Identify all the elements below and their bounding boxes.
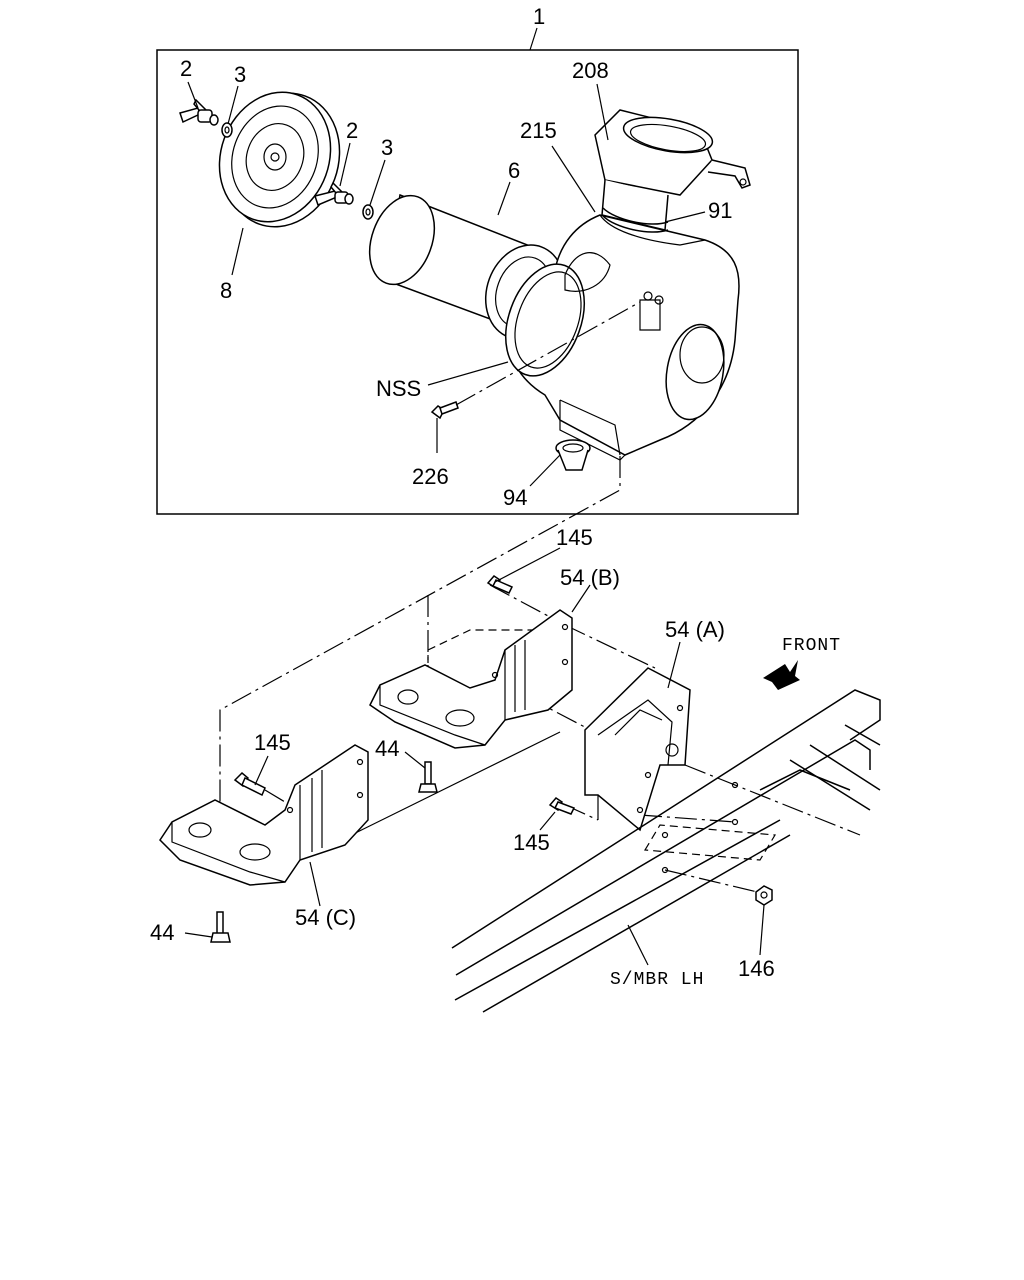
callout-3-lower: 3 bbox=[381, 135, 393, 160]
frame-side-member bbox=[451, 689, 881, 1013]
callout-54a: 54 (A) bbox=[665, 617, 725, 642]
callout-3-upper: 3 bbox=[234, 62, 246, 87]
callout-145-top: 145 bbox=[556, 525, 593, 550]
callout-146: 146 bbox=[738, 956, 775, 981]
hose-clamp[interactable] bbox=[602, 207, 669, 233]
callout-2-upper: 2 bbox=[180, 56, 192, 81]
bracket-54b[interactable] bbox=[369, 609, 573, 749]
callout-44-bottom: 44 bbox=[150, 920, 174, 945]
leader-lines-upper bbox=[187, 81, 706, 487]
callout-labels: 1 2 3 2 3 8 6 208 215 91 NSS 226 94 145 … bbox=[150, 4, 841, 990]
callout-145-left: 145 bbox=[254, 730, 291, 755]
intake-duct[interactable] bbox=[594, 109, 751, 231]
callout-94: 94 bbox=[503, 485, 527, 510]
bolt-226[interactable] bbox=[430, 401, 459, 420]
callout-6: 6 bbox=[508, 158, 520, 183]
callout-54b: 54 (B) bbox=[560, 565, 620, 590]
frame-label: S/MBR LH bbox=[610, 970, 704, 990]
air-cleaner-housing[interactable] bbox=[491, 214, 740, 461]
bracket-54a[interactable] bbox=[584, 667, 691, 832]
callout-145-low: 145 bbox=[513, 830, 550, 855]
air-cleaner-cover[interactable] bbox=[202, 77, 358, 244]
leader-lines-lower bbox=[184, 547, 765, 966]
assembly-box bbox=[156, 27, 799, 515]
bracket-54c[interactable] bbox=[159, 744, 369, 886]
callout-8: 8 bbox=[220, 278, 232, 303]
callout-91: 91 bbox=[708, 198, 732, 223]
callout-1: 1 bbox=[533, 4, 545, 29]
callout-215: 215 bbox=[520, 118, 557, 143]
callout-2-lower: 2 bbox=[346, 118, 358, 143]
front-arrow-icon bbox=[763, 660, 800, 690]
washer-lower[interactable] bbox=[362, 204, 374, 220]
wing-nut-upper[interactable] bbox=[179, 98, 219, 126]
callout-nss: NSS bbox=[376, 376, 421, 401]
unloader-valve[interactable] bbox=[555, 439, 591, 471]
bolt-44-bottom[interactable] bbox=[210, 911, 231, 943]
front-label: FRONT bbox=[782, 636, 841, 656]
bolt-145-top[interactable] bbox=[486, 575, 514, 594]
washer-upper[interactable] bbox=[221, 122, 233, 138]
wing-nut-lower[interactable] bbox=[314, 181, 354, 207]
nut-146[interactable] bbox=[755, 885, 773, 906]
callout-208: 208 bbox=[572, 58, 609, 83]
callout-226: 226 bbox=[412, 464, 449, 489]
bolt-44-mid[interactable] bbox=[418, 761, 438, 793]
bolt-145-left[interactable] bbox=[233, 771, 266, 797]
callout-44-mid: 44 bbox=[375, 736, 399, 761]
bolt-145-low[interactable] bbox=[548, 797, 576, 815]
callout-54c: 54 (C) bbox=[295, 905, 356, 930]
